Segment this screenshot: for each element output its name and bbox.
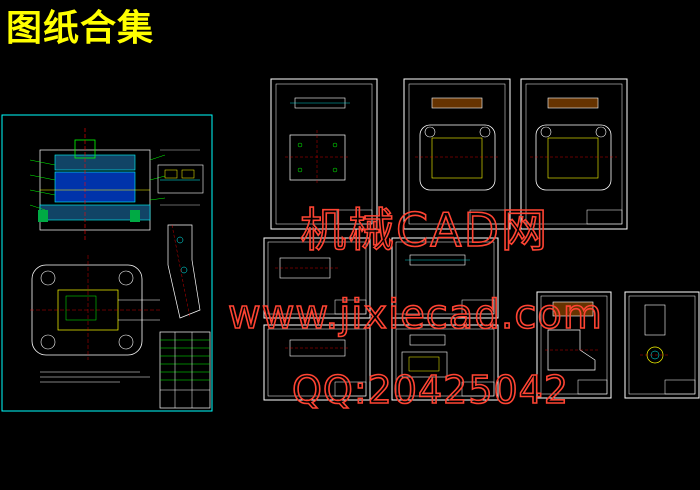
sheet-a1[interactable] — [270, 78, 378, 230]
sheet-a2[interactable] — [403, 78, 511, 230]
die-section-view — [29, 128, 166, 240]
strip-layout-view — [157, 149, 204, 206]
sheet-c1[interactable] — [263, 324, 371, 401]
die-plan-view — [30, 255, 160, 360]
assembly-title-block — [159, 331, 211, 409]
watermark-line2: www.jixiecad.com — [228, 292, 603, 338]
sheet-a3[interactable] — [520, 78, 628, 230]
part-profile-view — [167, 224, 201, 319]
assembly-sheet[interactable] — [1, 114, 213, 412]
page-title: 图纸合集 — [6, 8, 155, 49]
watermark-line3: QQ:20425042 — [292, 368, 569, 412]
watermark: 机械CAD网 www.jixiecad.com QQ:20425042 — [227, 202, 603, 413]
sheet-b2[interactable] — [391, 237, 499, 319]
watermark-line1: 机械CAD网 — [300, 203, 549, 257]
assembly-notes — [40, 371, 150, 383]
sheet-c2[interactable] — [391, 324, 499, 401]
sheet-c3[interactable] — [624, 291, 700, 399]
sheet-b1[interactable] — [263, 237, 371, 319]
sheet-b3[interactable] — [536, 291, 612, 399]
